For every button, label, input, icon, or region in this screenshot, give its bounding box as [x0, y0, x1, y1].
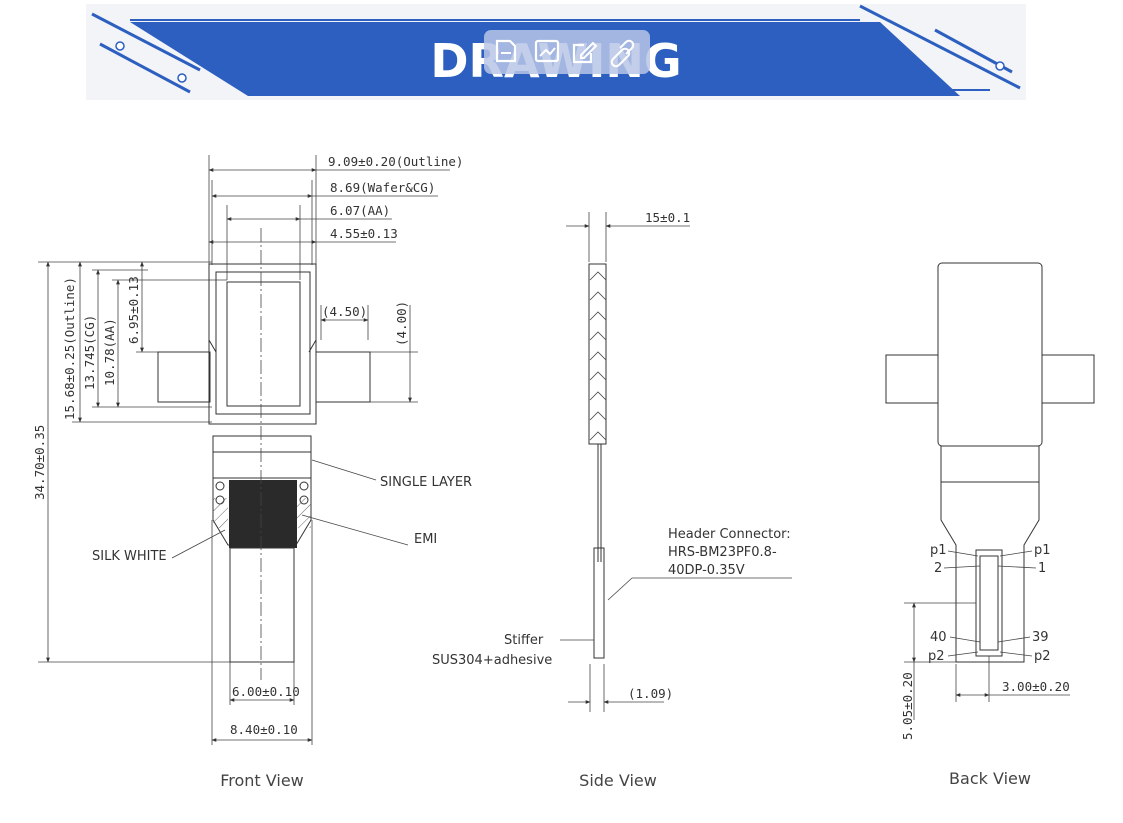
fpc-tail [229, 547, 295, 663]
link-icon [610, 39, 635, 68]
back-view-caption: Back View [949, 769, 1031, 788]
pin-2: 2 [934, 561, 942, 576]
pin-p2-left: p2 [928, 649, 945, 664]
dim-aa-height: 10.78(AA) [102, 318, 117, 386]
dim-total-height: 34.70±0.35 [32, 425, 47, 500]
dim-cg-height: 13.745(CG) [82, 315, 97, 390]
edit-icon [572, 41, 598, 64]
dim-tab-height: (4.00) [394, 301, 409, 346]
image-edit-button[interactable] [534, 39, 560, 63]
front-tab-left [157, 351, 211, 403]
back-tab-right [1041, 354, 1095, 404]
label-single-layer: SINGLE LAYER [380, 475, 472, 490]
back-fpc-hatched [940, 481, 1040, 663]
link-button[interactable] [610, 39, 635, 68]
label-stiffer: Stiffer [504, 633, 544, 648]
dim-455-width: 4.55±0.13 [330, 226, 398, 241]
back-view: p1 p1 2 1 40 39 p2 p2 5.05±0.20 3.00±0.2… [885, 262, 1095, 788]
back-body [937, 262, 1043, 447]
fpc-single-layer [212, 451, 312, 479]
dim-tab-width: (4.50) [322, 304, 367, 319]
front-glass [215, 271, 311, 415]
banner: DRAWING [86, 4, 1026, 100]
banner-stripe-left-2 [99, 42, 191, 94]
side-view: 15±0.1 Header Connector: HRS-BM23PF0.8- … [432, 210, 792, 790]
label-emi: EMI [414, 532, 437, 547]
front-view: 9.09±0.20(Outline) 8.69(Wafer&CG) 6.07(A… [32, 154, 472, 790]
document-icon [495, 39, 517, 63]
pin-39: 39 [1032, 630, 1049, 645]
dim-fpc-width-2: 8.40±0.10 [230, 722, 298, 737]
front-active-area [226, 281, 301, 407]
label-connector-1: Header Connector: [668, 527, 791, 542]
label-connector-2: HRS-BM23PF0.8- [668, 545, 777, 560]
dim-aa-width: 6.07(AA) [330, 203, 390, 218]
label-connector-3: 40DP-0.35V [668, 563, 745, 578]
pin-p1-left: p1 [930, 543, 947, 558]
banner-dot-right [995, 61, 1005, 71]
fpc-emi-right [296, 498, 311, 528]
pin-p1-right: p1 [1034, 543, 1051, 558]
toolbar-background [484, 30, 650, 74]
callout-connector-line [607, 577, 633, 601]
side-view-caption: Side View [579, 771, 657, 790]
front-view-caption: Front View [220, 771, 304, 790]
callout-emi-line [301, 514, 409, 546]
dim-connector-offset: 3.00±0.20 [1002, 679, 1070, 694]
pin-p2-right: p2 [1034, 649, 1051, 664]
front-tab-right [315, 351, 371, 403]
label-silk-white: SILK WHITE [92, 549, 167, 564]
callout-silk-line [171, 529, 226, 559]
edit-button[interactable] [572, 41, 598, 64]
back-tab-left [885, 354, 939, 404]
document-button[interactable] [495, 39, 517, 63]
side-stiffener [593, 547, 605, 659]
dim-wafer-width: 8.69(Wafer&CG) [330, 180, 435, 195]
dim-side-thickness: 15±0.1 [645, 210, 690, 225]
fpc-dark-strip [212, 435, 312, 453]
banner-dot-left-2 [177, 73, 187, 83]
banner-stripe-right [859, 4, 1021, 90]
banner-stripe-left [91, 12, 201, 72]
callout-single-layer-line [311, 459, 377, 481]
image-edit-icon [534, 39, 560, 63]
dim-connector-height: 5.05±0.20 [900, 672, 915, 740]
back-fpc-neck [940, 445, 1040, 483]
dim-695: 6.95±0.13 [126, 276, 141, 344]
side-panel-chevrons [589, 271, 607, 441]
dim-fpc-width: 6.00±0.10 [232, 684, 300, 699]
fpc-stiffener-black [229, 480, 297, 548]
front-dim-lines [38, 155, 450, 745]
dim-outline-height: 15.68±0.25(Outline) [62, 277, 77, 420]
label-stiffer-material: SUS304+adhesive [432, 653, 552, 668]
back-connector-pins [979, 555, 999, 651]
banner-dot-left [115, 41, 125, 51]
floating-toolbar [484, 30, 650, 74]
pin-1: 1 [1038, 561, 1046, 576]
dim-stiffener-thickness: (1.09) [628, 686, 673, 701]
fpc-emi-left [213, 498, 228, 528]
pin-40: 40 [930, 630, 947, 645]
front-outline [208, 263, 317, 425]
dim-outline-width: 9.09±0.20(Outline) [328, 154, 463, 169]
